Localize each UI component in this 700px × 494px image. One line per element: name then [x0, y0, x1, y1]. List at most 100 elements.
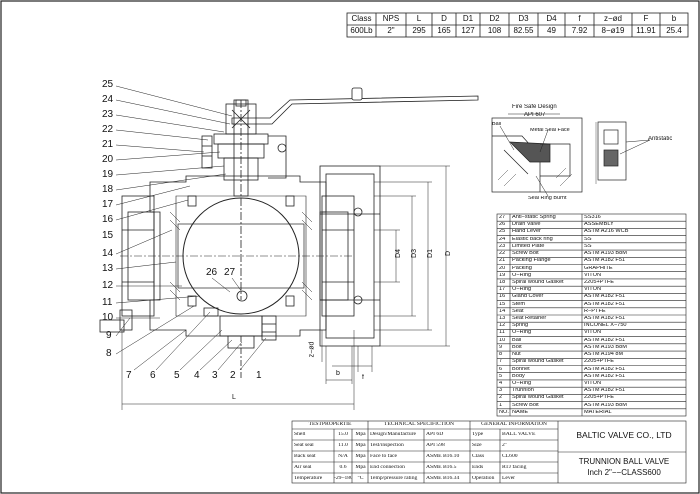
general-row-label: Class	[472, 454, 485, 459]
leader-lines	[115, 85, 267, 371]
fire-safe-detail	[491, 113, 583, 197]
tech-row-label: Temp/pressure rating	[370, 476, 418, 481]
bom-row-name: Body	[512, 373, 525, 379]
tech-row-label: End connection	[370, 465, 405, 470]
balloon-15: 15	[102, 231, 114, 241]
dim-value-class: 600Lb	[350, 27, 373, 35]
bom-row-name: O−Ring	[512, 272, 532, 278]
dim-value-d: 165	[437, 27, 451, 35]
bom-row-name: Ball	[512, 337, 522, 343]
bom-row-number: 2	[499, 395, 503, 401]
bom-row-name: Drain Valve	[512, 222, 541, 228]
bom-row-number: 24	[499, 236, 506, 242]
bom-row-material: R−PTFE	[584, 308, 606, 314]
dim-header-f: f	[578, 15, 581, 23]
dim-label-d3: D3	[410, 249, 418, 258]
test-row-label: Temperature	[294, 476, 323, 481]
balloon-2: 2	[230, 371, 236, 381]
bom-row-name: Seat Retainer	[512, 316, 547, 321]
bom-row-material: ASTM A182 F51	[584, 294, 626, 300]
bom-row-name: Bolt	[512, 344, 522, 350]
test-row-unit: Mpa	[355, 432, 366, 437]
bom-row-name: Bonnet	[512, 366, 530, 372]
bom-row-material: SS316	[584, 215, 601, 220]
general-row-value: RTJ facing	[502, 465, 527, 470]
tech-row-label: Face to face	[370, 454, 398, 459]
bom-row-number: 8	[499, 352, 503, 358]
tech-row-label: Design/Manufacture	[370, 432, 416, 437]
bom-row-number: 12	[499, 323, 506, 329]
dim-header-d2: D2	[489, 15, 500, 23]
tech-row-value: ASME B16.34	[426, 476, 460, 481]
bom-row-material: ASTM A182 F51	[584, 388, 626, 394]
test-row-label: Shell	[294, 432, 306, 437]
bom-row-name: Gland Cover	[512, 294, 544, 300]
bom-row-material: 2205+PTFE	[584, 279, 615, 285]
balloon-18: 18	[102, 185, 114, 195]
bom-row-name: O−Ring	[512, 330, 532, 336]
bom-row-material: ASTM A182 F51	[584, 301, 626, 307]
bom-grid	[496, 213, 687, 417]
general-title: GENERAL INFORMATION	[481, 422, 547, 427]
antistatic-label: Antistatic	[648, 136, 673, 142]
balloon-5: 5	[174, 371, 180, 381]
bom-row-material: ASTM A216 WCB	[584, 229, 629, 235]
bom-row-name: Packing	[512, 265, 532, 271]
test-row-unit: Mpa	[355, 443, 366, 448]
dim-value-d4: 49	[547, 27, 556, 35]
balloon-23: 23	[102, 110, 114, 120]
dim-value-d3: 82.55	[513, 27, 534, 35]
bom-row-material: VITON	[584, 272, 601, 278]
general-row-label: Operation	[472, 476, 495, 481]
balloon-14: 14	[102, 249, 114, 259]
dim-value-l: 295	[412, 27, 426, 35]
bom-row-name: Stem	[512, 301, 526, 307]
balloon-20: 20	[102, 155, 114, 165]
dim-label-d4: D4	[394, 249, 402, 258]
bom-row-material: ASTM A182 F51	[584, 337, 626, 343]
bom-row-material: ASTM A182 F51	[584, 316, 626, 321]
dim-value-zd: 8−ø19	[601, 27, 625, 35]
bom-header-name: NAME	[512, 409, 529, 415]
dim-header-d4: D4	[546, 15, 557, 23]
balloon-25: 25	[102, 80, 114, 90]
general-row-value: Lever	[502, 476, 516, 481]
balloon-19: 19	[102, 170, 114, 180]
test-row-unit: Mpa	[355, 454, 366, 459]
dim-label-d: D	[445, 250, 453, 257]
test-row-value: N/A	[338, 454, 348, 459]
bom-row-material: SS	[584, 243, 592, 249]
bom-header-material: MATERIAL	[584, 409, 612, 415]
bom-row-number: 14	[499, 308, 506, 314]
balloon-16: 16	[102, 215, 114, 225]
bom-row-number: 7	[499, 359, 503, 365]
dim-header-f-upper: F	[643, 15, 649, 23]
company-name: BALTIC VALVE CO., LTD	[576, 431, 672, 440]
test-row-label: Seat seal	[294, 443, 314, 448]
bom-row-number: 18	[499, 279, 506, 285]
bom-row-number: 17	[499, 287, 506, 293]
bom-row-number: 11	[499, 330, 505, 336]
fire-safe-ball: Ball	[492, 122, 502, 127]
balloon-26: 26	[206, 268, 218, 278]
bom-row-material: ASTM A193 B8M	[584, 344, 627, 350]
tech-row-value: API 6D	[426, 432, 444, 437]
balloon-13: 13	[102, 264, 114, 274]
bom-row-number: 5	[499, 373, 503, 379]
balloon-27: 27	[224, 268, 236, 278]
bom-row-number: 13	[499, 316, 506, 321]
tech-row-label: Test/inspection	[370, 443, 404, 448]
dim-header-zd: z−ød	[603, 15, 622, 23]
bom-row-material: ASTM A182 F51	[584, 373, 626, 379]
test-row-label: Back seat	[294, 454, 316, 459]
bom-row-name: Spiral wound Gasket	[512, 279, 564, 285]
fire-safe-title: Fire Safe Design	[512, 104, 557, 110]
bom-row-name: Anti−static Spring	[512, 215, 556, 220]
bom-row-material: ASSEMBLY	[584, 222, 614, 228]
bom-row-material: VITON	[584, 287, 601, 293]
bom-row-name: Elastic back ring	[512, 236, 553, 242]
bom-row-material: ASTM A193 B8M	[584, 402, 627, 408]
bom-row-number: 4	[499, 380, 503, 386]
balloon-6: 6	[150, 371, 156, 381]
